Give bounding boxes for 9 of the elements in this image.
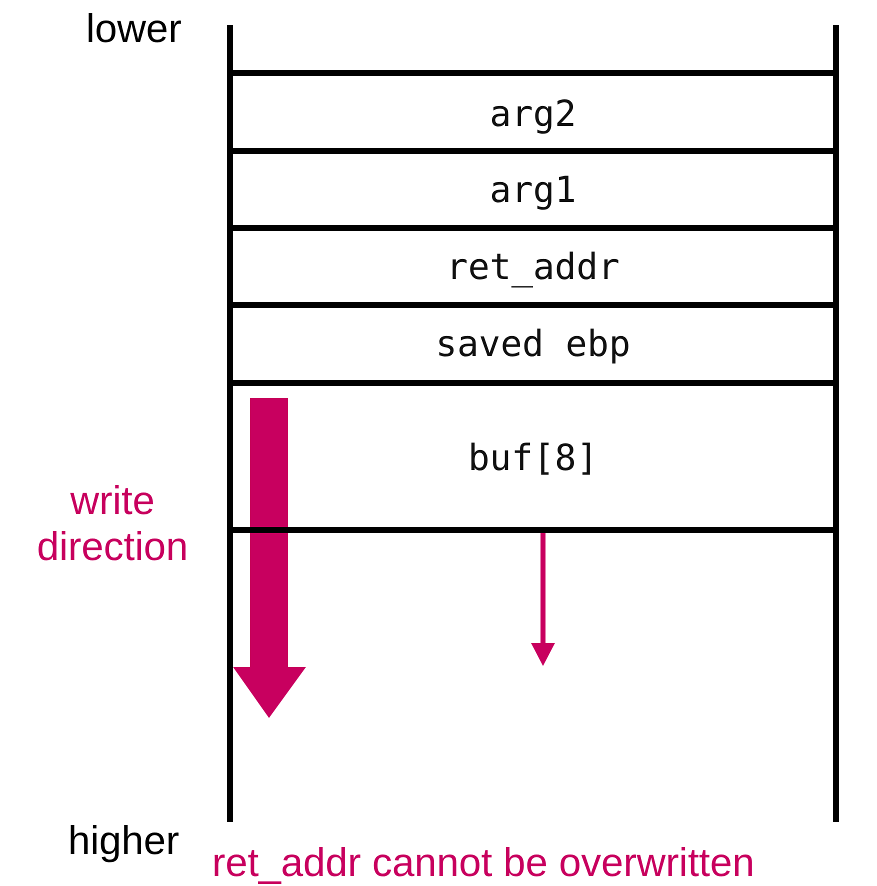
cell-label: arg2 — [488, 94, 578, 135]
cell-label: ret_addr — [445, 247, 621, 288]
cell-label: arg1 — [488, 170, 578, 211]
cell-label: buf[8] — [466, 438, 600, 479]
cell-label: saved ebp — [434, 324, 632, 365]
axis-label: lower — [86, 6, 182, 52]
annotation-text: write direction — [36, 478, 190, 570]
note-text: ret_addr cannot be overwritten — [212, 840, 755, 886]
axis-label: higher — [68, 818, 180, 864]
